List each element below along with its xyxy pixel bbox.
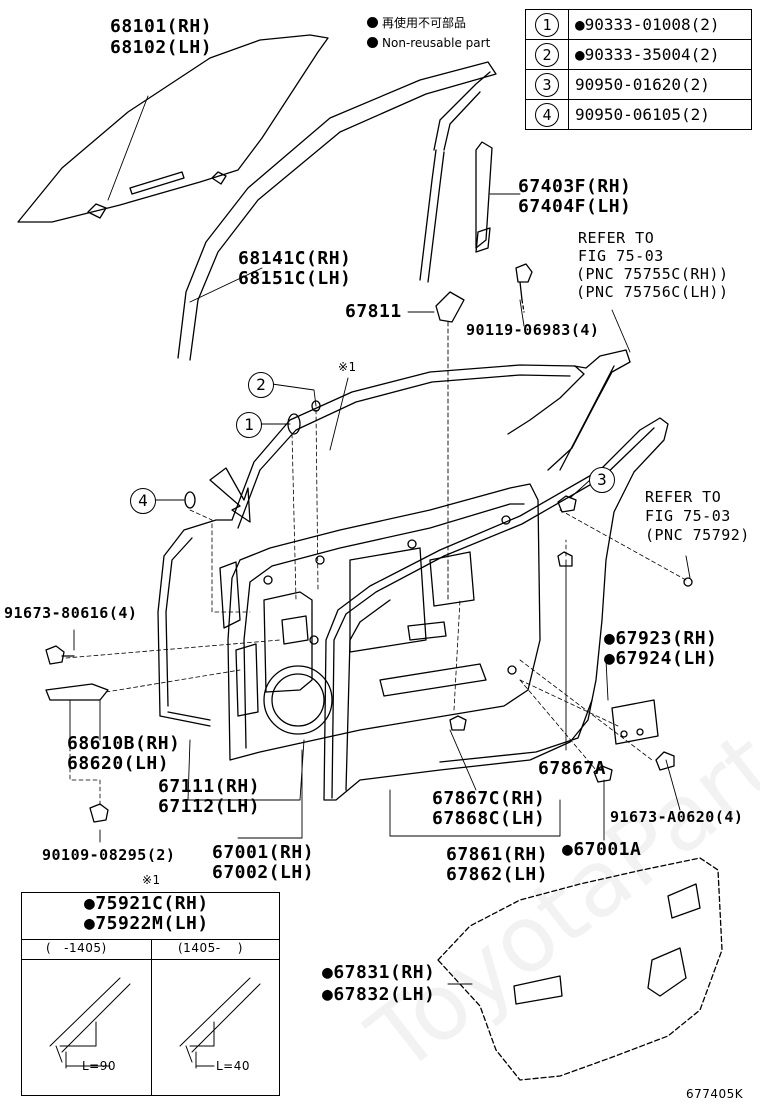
label-glass-lh: 68102(LH) <box>110 37 213 58</box>
door-glass <box>17 34 329 223</box>
label-glass-rh: 68101(RH) <box>110 16 213 37</box>
callout-4: 4 <box>130 488 156 514</box>
part-number: 90950-06105(2) <box>568 99 752 130</box>
glass-run <box>177 61 497 361</box>
door-frame-seal <box>231 349 631 529</box>
label-wclip-rh: 67867C(RH) <box>432 788 546 809</box>
label-panel-67001a: ●67001A <box>562 839 642 860</box>
leader-lines <box>69 95 691 985</box>
label-hinge-lh: 67112(LH) <box>158 796 261 817</box>
direction-arrow <box>209 467 251 523</box>
check-arm <box>45 683 109 701</box>
label-pad: 67811 <box>345 301 402 322</box>
label-frame-lh: 67404F(LH) <box>518 196 632 217</box>
pad-67811 <box>435 291 465 323</box>
callout-number: 1 <box>535 12 559 37</box>
inset-sketches <box>49 977 261 1069</box>
label-hinge-rh: 67111(RH) <box>158 776 261 797</box>
door-outer-skin <box>157 519 233 727</box>
label-run-rh: 68141C(RH) <box>238 248 352 269</box>
label-seal-rh: ●67831(RH) <box>322 962 436 983</box>
cover-67923 <box>611 699 659 745</box>
label-door-rh: 67001(RH) <box>212 842 315 863</box>
label-screw-90119: 90119-06983(4) <box>466 321 600 339</box>
label-frame-rh: 67403F(RH) <box>518 176 632 197</box>
plug-75792 <box>683 577 693 587</box>
part-number: 90950-01620(2) <box>568 69 752 100</box>
bolt-91673-a0620 <box>655 751 675 771</box>
refer1-line3: (PNC 75755C(RH)) <box>576 265 729 283</box>
division-bar <box>475 141 493 253</box>
label-door-lh: 67002(LH) <box>212 862 315 883</box>
clip-67867a <box>557 551 573 567</box>
inset-subheader <box>22 939 279 960</box>
inset-moulding-box <box>21 892 280 1096</box>
refer1-line1: REFER TO <box>578 229 655 247</box>
hardware-table: 1 ●90333-01008(2) 2 ●90333-35004(2) 3 90… <box>525 9 752 130</box>
clip-67001a <box>593 765 613 783</box>
inset-column-1: ( -1405) <box>46 941 107 955</box>
label-cover-lh: ●67924(LH) <box>604 648 718 669</box>
hinge <box>219 561 259 717</box>
screw-90119 <box>515 263 533 301</box>
bolt-91673-80616 <box>45 645 75 665</box>
label-run-lh: 68151C(LH) <box>238 268 352 289</box>
inset-label-rh: ●75921C(RH) <box>84 893 209 914</box>
label-weatherstrip-rh: 67861(RH) <box>446 844 549 865</box>
figure-id: 677405K <box>686 1087 744 1101</box>
callout-1: 1 <box>236 412 262 438</box>
table-row: 1 ●90333-01008(2) <box>525 9 752 40</box>
callout-number: 4 <box>535 102 559 127</box>
service-hole-seal <box>437 857 723 1081</box>
door-panel <box>227 483 541 761</box>
label-seal-lh: ●67832(LH) <box>322 984 436 1005</box>
part-number: ●90333-35004(2) <box>568 39 752 70</box>
callout-number: 2 <box>535 42 559 67</box>
table-row: 2 ●90333-35004(2) <box>525 39 752 70</box>
callout-2: 2 <box>248 372 274 398</box>
part-number: ●90333-01008(2) <box>568 9 752 40</box>
label-weatherstrip-lh: 67862(LH) <box>446 864 549 885</box>
label-bolt-90109: 90109-08295(2) <box>42 846 176 864</box>
table-row: 4 90950-06105(2) <box>525 99 752 130</box>
dashed-guides <box>65 409 687 807</box>
label-wclip-lh: 67868C(LH) <box>432 808 546 829</box>
clip-67867c <box>449 715 467 731</box>
label-check-rh: 68610B(RH) <box>67 733 181 754</box>
refer1-line4: (PNC 75756C(LH)) <box>576 283 729 301</box>
label-cover-rh: ●67923(RH) <box>604 628 718 649</box>
callout-number: 3 <box>535 72 559 97</box>
label-bolt-91673-a0620: 91673-A0620(4) <box>610 808 744 826</box>
bolt-90109 <box>89 803 109 823</box>
refer2-line3: (PNC 75792) <box>645 526 750 544</box>
inset-column-2: (1405- ) <box>178 941 243 955</box>
legend-jp: 再使用不可部品 <box>367 14 466 31</box>
inset-label-lh: ●75922M(LH) <box>84 913 209 934</box>
inset-mark: ※1 <box>142 873 161 887</box>
refer1-line2: FIG 75-03 <box>578 247 664 265</box>
mark-note: ※1 <box>338 360 357 374</box>
refer2-line2: FIG 75-03 <box>645 507 731 525</box>
inset-divider <box>151 939 152 1095</box>
inset-header <box>22 893 279 940</box>
refer2-line1: REFER TO <box>645 488 722 506</box>
door-weatherstrip <box>323 417 669 801</box>
legend-en: Non-reusable part <box>367 36 490 50</box>
callout-3: 3 <box>589 467 615 493</box>
inset-length-1: L=90 <box>82 1059 117 1073</box>
label-check-lh: 68620(LH) <box>67 753 170 774</box>
table-row: 3 90950-01620(2) <box>525 69 752 100</box>
inset-length-2: L=40 <box>216 1059 251 1073</box>
label-bolt-91673-80616: 91673-80616(4) <box>4 604 138 622</box>
plug-4 <box>184 491 196 509</box>
label-clip-67867a: 67867A <box>538 758 607 779</box>
